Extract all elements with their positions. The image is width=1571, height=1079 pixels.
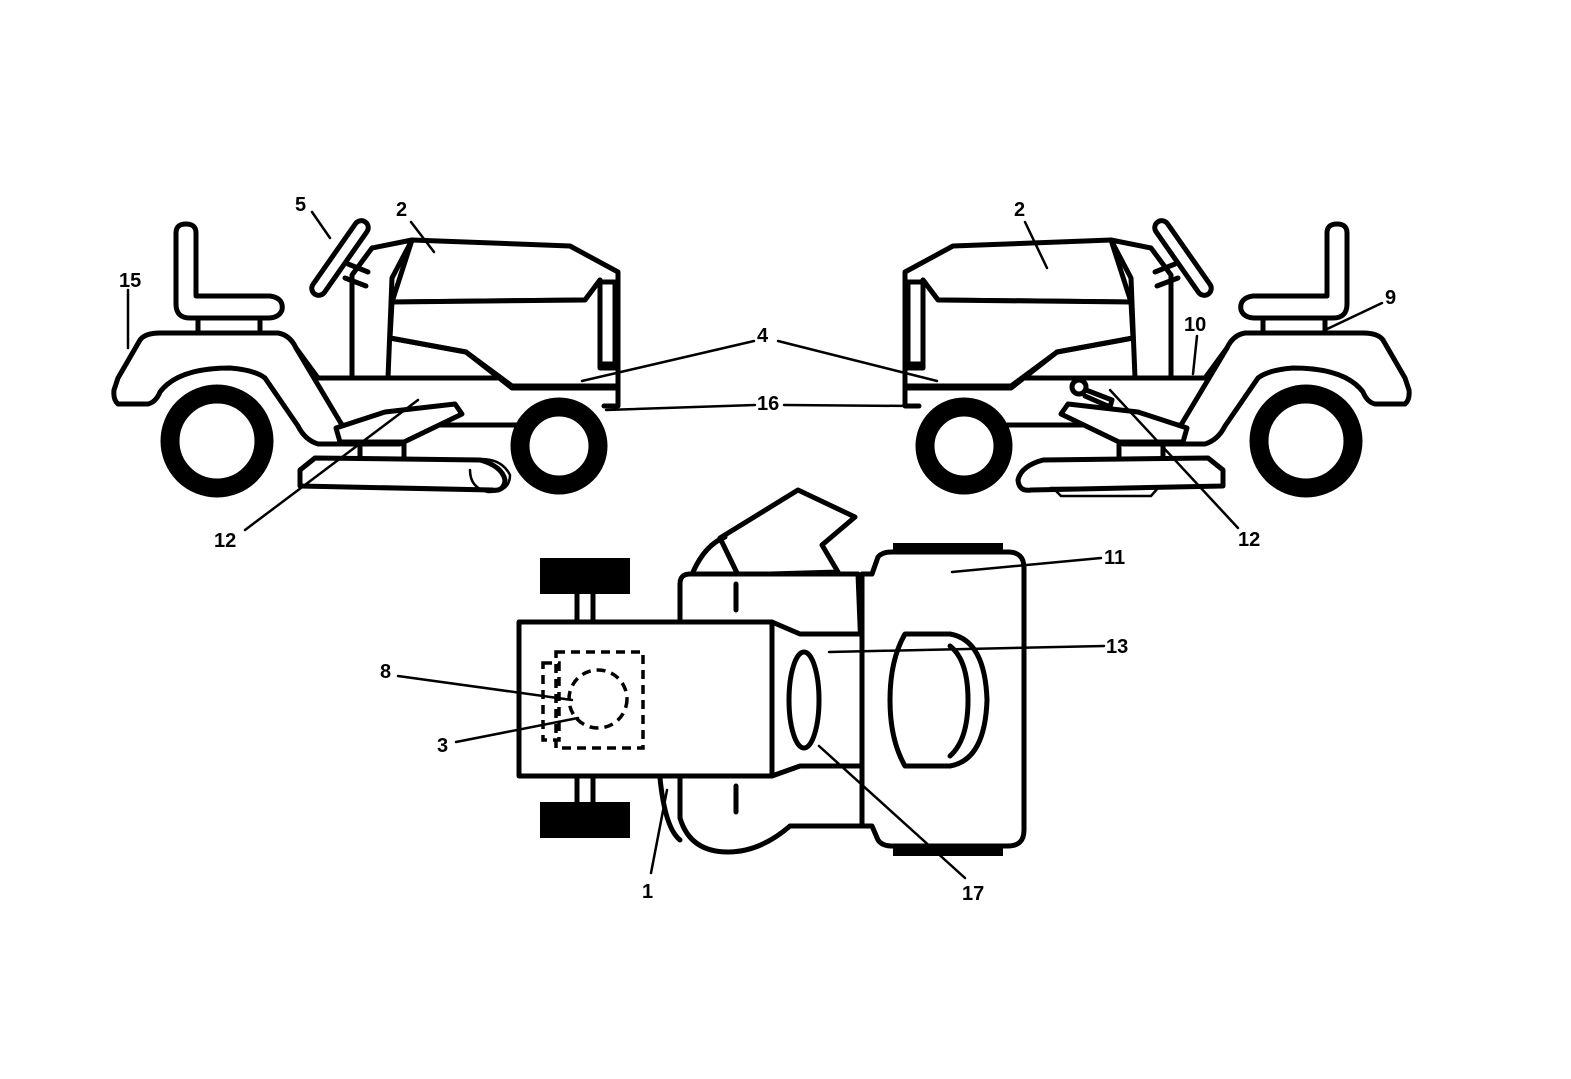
callout-labels: 5 2 15 4 16 12 2 9 10 12 11 13 8 3 1 17 (119, 194, 1396, 905)
tractor-right-side-view (902, 218, 1412, 498)
callout-2-right: 2 (1014, 199, 1025, 221)
footrest-right (1058, 401, 1190, 445)
callout-3: 3 (437, 735, 448, 757)
steering-wheel-left (309, 218, 371, 298)
discharge-chute (717, 487, 858, 578)
rear-wheel-right (1249, 384, 1363, 498)
front-axle-bottom (574, 773, 596, 805)
callout-5: 5 (295, 194, 306, 216)
rear-fender-left (111, 330, 403, 447)
callout-1: 1 (642, 881, 653, 903)
engine-outline-top (554, 650, 645, 750)
headlight-right (905, 279, 926, 367)
steering-wheel-top (786, 649, 822, 751)
deck-curve-top (690, 534, 728, 575)
callout-13: 13 (1106, 636, 1128, 658)
tractor-left-side-view (111, 218, 621, 498)
callout-12-left: 12 (214, 530, 236, 552)
front-axle-top (574, 591, 596, 625)
front-deck-curve-bottom (657, 775, 683, 843)
callout-17: 17 (962, 883, 984, 905)
callout-9: 9 (1385, 287, 1396, 309)
rear-fender-right (1120, 330, 1412, 447)
footrest-left (333, 401, 465, 445)
rear-wheel-left (160, 384, 274, 498)
callout-16: 16 (757, 393, 779, 415)
callout-8: 8 (380, 661, 391, 683)
steering-wheel-right (1152, 218, 1214, 298)
hood-lower-left (387, 335, 621, 409)
callout-2-left: 2 (396, 199, 407, 221)
deck-hanger-left (357, 441, 407, 461)
callout-11: 11 (1104, 547, 1125, 569)
callout-4: 4 (757, 325, 769, 347)
seat-back-top (947, 643, 971, 759)
callout-10: 10 (1184, 314, 1206, 336)
leader-lines (126, 210, 1384, 880)
mower-deck-left (297, 455, 508, 493)
mower-deck-right (1015, 455, 1226, 493)
headlight-left (597, 279, 618, 367)
tractor-top-view (516, 487, 1027, 856)
fuel-tank-outline-top (541, 661, 561, 742)
deck-plate-right (1049, 486, 1161, 498)
steering-shaft-left (342, 261, 371, 289)
shift-lever-right (1069, 377, 1115, 410)
front-tire-bottom (540, 802, 630, 838)
callout-15: 15 (119, 270, 141, 292)
front-tire-top (540, 558, 630, 594)
front-wheel-left (510, 397, 608, 495)
seat-left (173, 221, 285, 321)
steering-shaft-right (1152, 261, 1181, 289)
front-wheel-right (915, 397, 1013, 495)
callout-12-right: 12 (1238, 529, 1260, 551)
deck-chute-left (468, 457, 512, 494)
seat-right (1238, 221, 1350, 321)
seat-top (887, 631, 990, 769)
